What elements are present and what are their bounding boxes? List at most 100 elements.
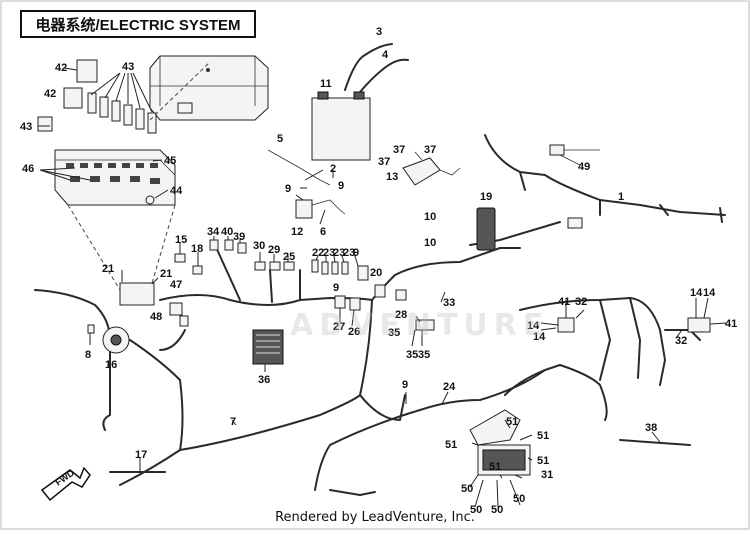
callout-30: 30 bbox=[253, 240, 265, 252]
main-harness-1 bbox=[469, 134, 726, 246]
callout-41a: 41 bbox=[558, 296, 570, 308]
callout-51a: 51 bbox=[506, 416, 518, 428]
callout-5: 5 bbox=[277, 133, 283, 145]
watermark: ADVENTURE bbox=[290, 308, 550, 343]
relays bbox=[37, 59, 157, 134]
right-leaders bbox=[139, 297, 727, 508]
callout-47: 47 bbox=[170, 279, 182, 291]
callout-27: 27 bbox=[333, 321, 345, 333]
horn-16 bbox=[102, 326, 130, 354]
fuse-block-47 bbox=[119, 282, 189, 327]
callout-13: 13 bbox=[386, 171, 398, 183]
callout-37b: 37 bbox=[424, 144, 436, 156]
callout-24: 24 bbox=[443, 381, 456, 393]
callout-1: 1 bbox=[618, 191, 624, 203]
starter-cable-5 bbox=[267, 149, 331, 186]
callout-9e: 9 bbox=[402, 379, 408, 391]
callout-numbers: 3 4 11 5 2 9 9 12 6 37 37 37 13 49 1 19 … bbox=[20, 26, 737, 516]
diagram-title: 电器系统/ELECTRIC SYSTEM bbox=[20, 10, 256, 38]
callout-35b: 35 bbox=[406, 349, 418, 361]
callout-51b: 51 bbox=[537, 430, 549, 442]
callout-3: 3 bbox=[376, 26, 382, 38]
fuse-box-cover bbox=[149, 55, 269, 121]
callout-31: 31 bbox=[541, 469, 553, 481]
callout-8: 8 bbox=[85, 349, 91, 361]
regulator-13 bbox=[402, 151, 461, 186]
starter-relay bbox=[295, 199, 346, 219]
cable-38 bbox=[619, 439, 691, 446]
fwd-arrow-icon bbox=[40, 466, 91, 502]
battery-leaders bbox=[295, 169, 334, 225]
callout-6: 6 bbox=[320, 226, 326, 238]
callout-34: 34 bbox=[207, 226, 220, 238]
rear-harness-right bbox=[519, 297, 701, 386]
callout-43b: 43 bbox=[20, 121, 32, 133]
callout-14b: 14 bbox=[533, 331, 546, 343]
callout-28: 28 bbox=[395, 309, 407, 321]
callout-36: 36 bbox=[258, 374, 270, 386]
small-connectors bbox=[87, 239, 435, 334]
mid-leaders bbox=[89, 236, 446, 372]
callout-46: 46 bbox=[22, 163, 34, 175]
callout-45: 45 bbox=[164, 155, 176, 167]
callout-19: 19 bbox=[480, 191, 492, 203]
callout-4: 4 bbox=[382, 49, 389, 61]
ecu-19 bbox=[476, 207, 496, 251]
callout-25: 25 bbox=[283, 251, 295, 263]
callout-40: 40 bbox=[221, 226, 233, 238]
callout-12: 12 bbox=[291, 226, 303, 238]
callout-10a: 10 bbox=[424, 211, 436, 223]
callout-14d: 14 bbox=[703, 287, 716, 299]
callout-37a: 37 bbox=[393, 144, 405, 156]
battery bbox=[311, 91, 371, 161]
callout-15: 15 bbox=[175, 234, 187, 246]
ecu-31 bbox=[477, 444, 531, 476]
callout-51e: 51 bbox=[489, 461, 501, 473]
zoom-lines bbox=[67, 204, 176, 291]
callout-11: 11 bbox=[320, 78, 332, 90]
callout-14a: 14 bbox=[527, 320, 540, 332]
callout-37c: 37 bbox=[378, 156, 390, 168]
callout-42a: 42 bbox=[55, 62, 67, 74]
footer-credit: Rendered by LeadVenture, Inc. bbox=[275, 510, 475, 525]
callout-35a: 35 bbox=[388, 327, 400, 339]
callout-9d: 9 bbox=[333, 282, 339, 294]
battery-cable-3 bbox=[344, 43, 393, 91]
callout-21b: 21 bbox=[160, 268, 172, 280]
callout-18: 18 bbox=[191, 243, 203, 255]
callout-39: 39 bbox=[233, 231, 245, 243]
callout-43a: 43 bbox=[122, 61, 134, 73]
callout-50d: 50 bbox=[491, 504, 503, 516]
callout-22: 22 bbox=[312, 247, 324, 259]
connector-49 bbox=[549, 144, 600, 166]
cdi-36 bbox=[252, 329, 284, 365]
callout-21a: 21 bbox=[102, 263, 114, 275]
callout-48: 48 bbox=[150, 311, 162, 323]
battery-cable-4 bbox=[359, 58, 409, 93]
callout-51c: 51 bbox=[445, 439, 457, 451]
callout-17: 17 bbox=[135, 449, 147, 461]
callout-7: 7 bbox=[230, 416, 236, 428]
callout-9b: 9 bbox=[285, 183, 291, 195]
callout-44: 44 bbox=[170, 185, 183, 197]
callout-23c: 23 bbox=[343, 247, 355, 259]
callout-23b: 23 bbox=[333, 247, 345, 259]
callout-38: 38 bbox=[645, 422, 657, 434]
callout-32b: 32 bbox=[675, 335, 687, 347]
callout-51d: 51 bbox=[537, 455, 549, 467]
callout-14c: 14 bbox=[690, 287, 703, 299]
callout-42b: 42 bbox=[44, 88, 56, 100]
fuse-box-leaders bbox=[38, 67, 169, 199]
callout-50b: 50 bbox=[513, 493, 525, 505]
callout-41b: 41 bbox=[725, 318, 737, 330]
callout-49: 49 bbox=[578, 161, 590, 173]
callout-20: 20 bbox=[370, 267, 382, 279]
callout-10b: 10 bbox=[424, 237, 436, 249]
callout-33: 33 bbox=[443, 297, 455, 309]
callout-9c: 9 bbox=[353, 247, 359, 259]
callout-9a: 9 bbox=[338, 180, 344, 192]
callout-35c: 35 bbox=[418, 349, 430, 361]
callout-50a: 50 bbox=[461, 483, 473, 495]
